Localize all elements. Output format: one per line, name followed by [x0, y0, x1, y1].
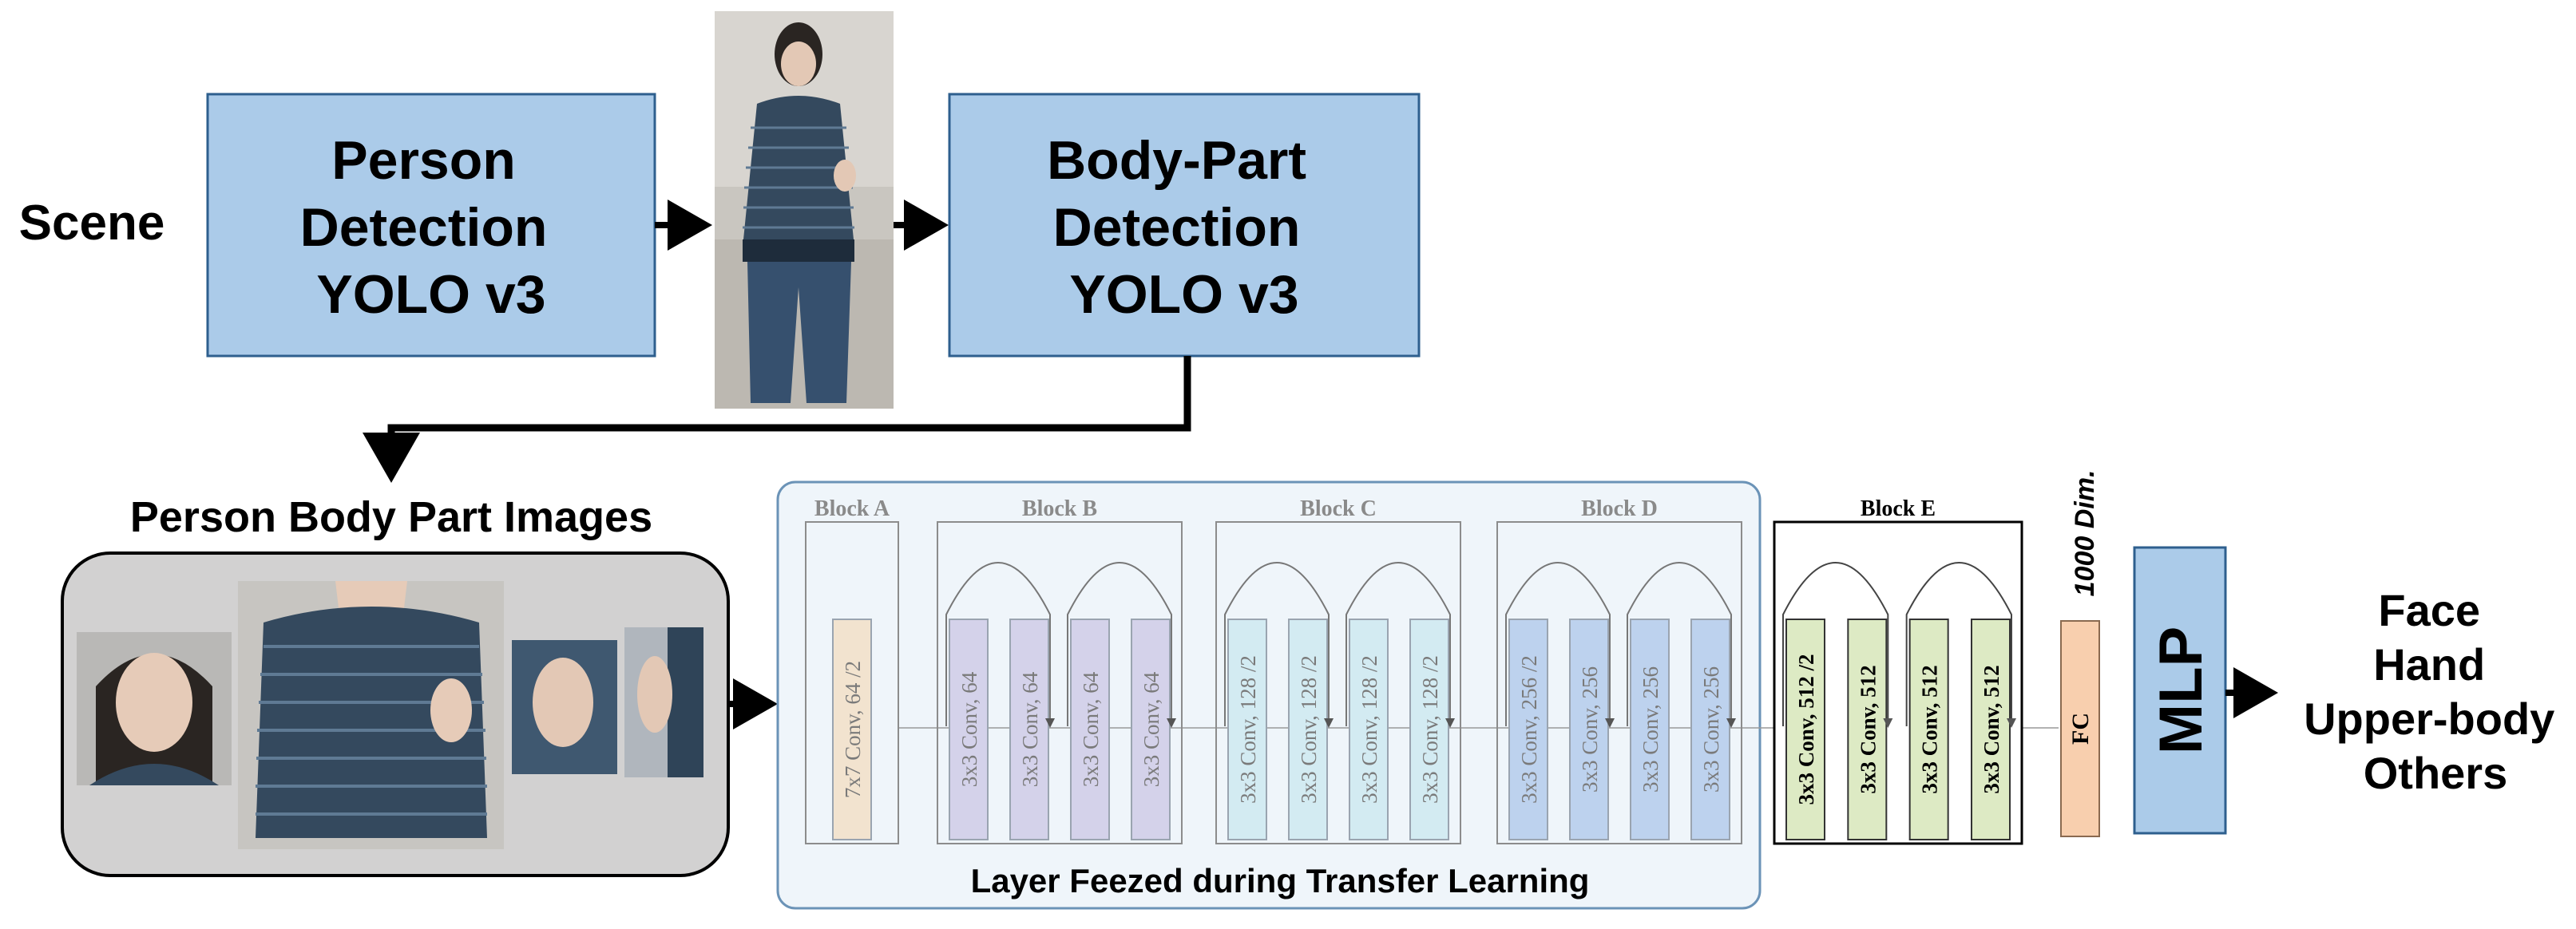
conv-layer	[1070, 619, 1110, 840]
person-standing-photo	[715, 11, 894, 409]
conv-layer	[1227, 619, 1267, 840]
conv-layer	[1847, 619, 1888, 840]
arrow-bodypart-to-images	[363, 356, 1191, 483]
block-title-1: Block B	[1022, 496, 1097, 521]
person-detection-box	[206, 93, 656, 358]
conv-layer-label: 3x3 Conv, 128 /2	[1297, 655, 1321, 804]
output-upper-body: Upper-body	[2304, 694, 2554, 744]
body-part-images-title: Person Body Part Images	[130, 493, 652, 541]
conv-layer	[1131, 619, 1171, 840]
conv-layer-label: 3x3 Conv, 64	[1079, 671, 1103, 787]
hand-crop-photo-2	[624, 627, 703, 777]
conv-layer	[1009, 619, 1049, 840]
scene-label: Scene	[19, 196, 165, 251]
body-part-detection-line-1: Body-Part	[1047, 130, 1306, 191]
frozen-layers-caption: Layer Feezed during Transfer Learning	[971, 862, 1590, 899]
fc-layer	[2060, 620, 2100, 837]
body-part-detection-box	[948, 93, 1421, 358]
conv-layer	[949, 619, 989, 840]
conv-layer-label: 3x3 Conv, 128 /2	[1236, 655, 1260, 804]
block-frame-1	[937, 521, 1183, 844]
skip-connection	[1905, 562, 2016, 728]
person-detection-line-1: Person	[331, 130, 516, 191]
block-frame-3	[1496, 521, 1742, 844]
conv-layer	[1690, 619, 1730, 840]
conv-layer	[1971, 619, 2011, 840]
person-detection-line-2: Detection	[300, 197, 548, 258]
body-part-detection-line-3: YOLO v3	[1069, 264, 1298, 325]
skip-connection	[945, 562, 1055, 728]
conv-layer-label: 3x3 Conv, 512	[1918, 665, 1942, 793]
conv-layer-label: 3x3 Conv, 64	[1018, 671, 1042, 787]
block-frame-0	[805, 521, 899, 844]
skip-connection	[1067, 562, 1176, 728]
conv-layer-label: 3x3 Conv, 64	[1139, 671, 1163, 787]
conv-layer-label: 3x3 Conv, 64	[957, 671, 981, 787]
upper-body-crop-photo	[238, 581, 504, 849]
conv-layer-label: 3x3 Conv, 256 /2	[1517, 655, 1541, 804]
output-others: Others	[2364, 748, 2508, 798]
skip-connection	[1627, 562, 1736, 728]
conv-layer-label: 3x3 Conv, 512	[1980, 665, 2003, 793]
conv-layer-label: 3x3 Conv, 256	[1578, 666, 1602, 793]
svg-text:Body-Part Detection YO: Body-Part Detection YOLO v3	[1047, 130, 1322, 325]
block-frame-2	[1215, 521, 1461, 844]
resnet-blocks: Block A 7x7 Conv, 64 /2 Block B 3x3 Conv, 6…	[805, 496, 2059, 845]
conv-layer-label: 3x3 Conv, 256	[1699, 666, 1723, 793]
fc-dimension-label: 1000 Dim.	[2070, 470, 2100, 597]
conv-layer	[1785, 619, 1825, 840]
block-title-3: Block D	[1581, 496, 1658, 521]
skip-connection	[1782, 562, 1893, 728]
face-crop-photo	[77, 632, 232, 785]
skip-connection	[1224, 562, 1334, 728]
conv-layer-label: 3x3 Conv, 512	[1856, 665, 1880, 793]
conv-layer-label: 3x3 Conv, 512 /2	[1794, 654, 1818, 804]
svg-text:Face Hand Upper-body: Face Hand Upper-body Others	[2304, 585, 2567, 798]
hand-crop-photo	[512, 640, 617, 774]
body-part-detection-line-2: Detection	[1053, 197, 1301, 258]
conv-layer	[1409, 619, 1449, 840]
conv-layer	[832, 619, 872, 840]
block-title-0: Block A	[814, 496, 890, 521]
conv-layer-label: 3x3 Conv, 256	[1639, 666, 1663, 793]
conv-layer	[1630, 619, 1670, 840]
fc-layer-label: FC	[2067, 713, 2094, 745]
conv-layer	[1288, 619, 1328, 840]
person-detection-line-3: YOLO v3	[316, 264, 545, 325]
conv-layer	[1349, 619, 1389, 840]
conv-layer	[1908, 619, 1949, 840]
conv-layer-label: 7x7 Conv, 64 /2	[841, 661, 865, 798]
mlp-label: MLP	[2147, 627, 2215, 754]
conv-layer	[1508, 619, 1548, 840]
conv-layer-label: 3x3 Conv, 128 /2	[1357, 655, 1381, 804]
output-face: Face	[2378, 585, 2480, 635]
svg-text:Person Detection YOLO: Person Detection YOLO v3	[300, 130, 563, 325]
output-hand: Hand	[2373, 639, 2485, 690]
block-title-2: Block C	[1300, 496, 1377, 521]
skip-connection	[1345, 562, 1455, 728]
conv-layer	[1569, 619, 1609, 840]
skip-connection	[1505, 562, 1615, 728]
block-title-4: Block E	[1861, 496, 1936, 521]
conv-layer-label: 3x3 Conv, 128 /2	[1418, 655, 1442, 804]
